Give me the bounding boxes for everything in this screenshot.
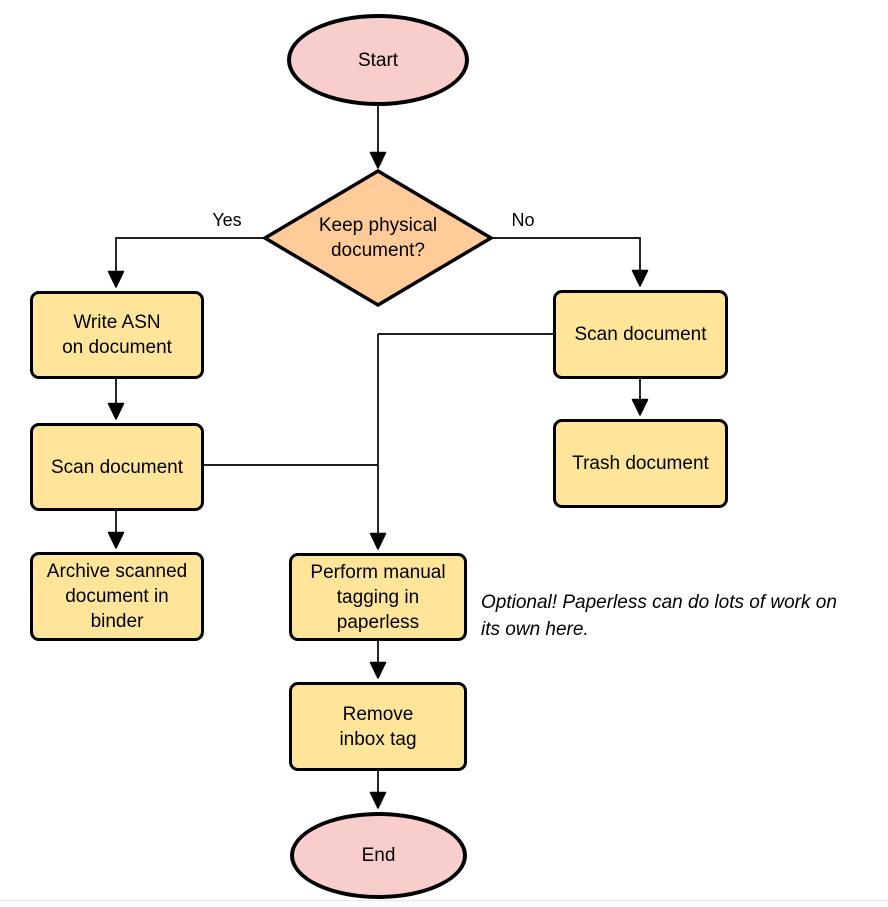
edge-no-branch: [491, 237, 649, 287]
window-bottom-strip: [0, 901, 888, 907]
window-bottom-divider: [0, 900, 888, 901]
node-manual-tagging: Perform manual tagging in paperless: [289, 553, 467, 641]
node-decision-label: Keep physical document?: [318, 215, 438, 261]
node-end: End: [290, 812, 467, 899]
decision-diamond-shape: [261, 168, 495, 308]
edge-yes-branch: [107, 237, 265, 288]
optional-note: Optional! Paperless can do lots of work …: [481, 592, 837, 640]
edge-label-no: No: [511, 210, 535, 230]
node-archive-scanned: Archive scanned document in binder: [30, 552, 204, 641]
node-start: Start: [287, 14, 469, 106]
node-remove-inbox-tag: Remove inbox tag: [289, 682, 467, 771]
node-scan-document-left: Scan document: [30, 423, 204, 511]
node-trash-document: Trash document: [553, 419, 728, 508]
edge-label-yes: Yes: [212, 210, 242, 230]
node-write-asn: Write ASN on document: [30, 291, 204, 379]
node-scan-document-right: Scan document: [553, 290, 728, 379]
